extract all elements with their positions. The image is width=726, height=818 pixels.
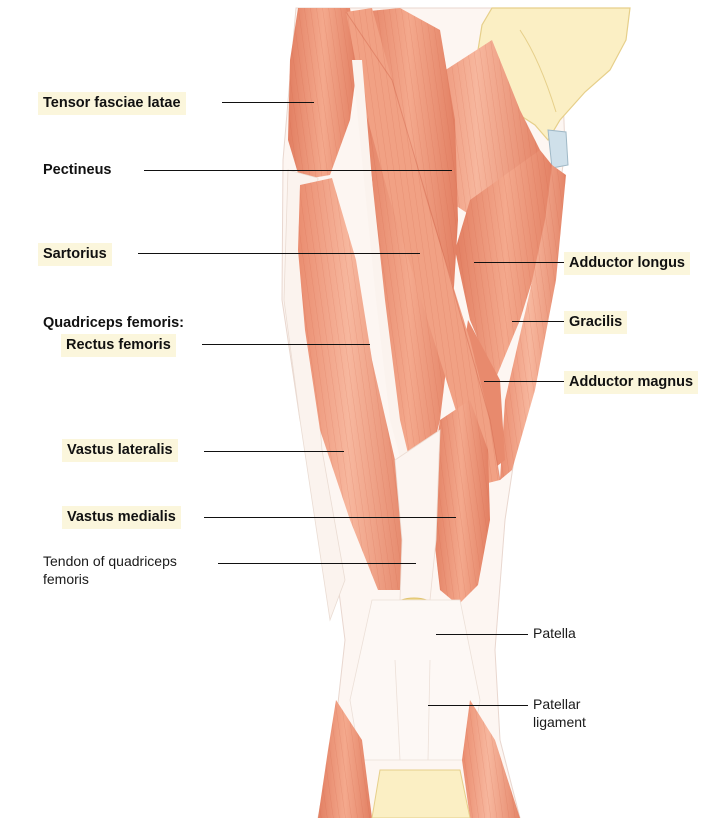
label-patellar-ligament: Patellar	[533, 696, 580, 714]
label-tendon-of-quadriceps-line2: femoris	[43, 571, 89, 589]
label-tensor-fasciae-latae: Tensor fasciae latae	[38, 92, 186, 115]
leader-line-pectineus	[144, 170, 452, 171]
label-sartorius: Sartorius	[38, 243, 112, 266]
leader-line-vastus-lateralis	[204, 451, 344, 452]
patellar-ligament	[350, 600, 480, 760]
label-adductor-longus: Adductor longus	[564, 252, 690, 275]
tibia-bone	[372, 770, 470, 818]
label-quadriceps-femoris: Quadriceps femoris:	[43, 314, 184, 332]
leader-line-patellar-ligament	[428, 705, 528, 706]
leader-line-adductor-magnus	[484, 381, 566, 382]
leader-line-adductor-longus	[474, 262, 566, 263]
label-rectus-femoris: Rectus femoris	[61, 334, 176, 357]
leader-line-sartorius	[138, 253, 420, 254]
leader-line-gracilis	[512, 321, 566, 322]
leader-line-tendon	[218, 563, 416, 564]
leader-line-tensor-fasciae-latae	[222, 102, 314, 103]
leader-line-vastus-medialis	[204, 517, 456, 518]
leader-line-rectus-femoris	[202, 344, 370, 345]
label-patellar-ligament-line2: ligament	[533, 714, 586, 732]
leader-line-patella	[436, 634, 528, 635]
pubic-symphysis	[548, 130, 568, 168]
label-vastus-lateralis: Vastus lateralis	[62, 439, 178, 462]
label-adductor-magnus: Adductor magnus	[564, 371, 698, 394]
label-vastus-medialis: Vastus medialis	[62, 506, 181, 529]
label-patella: Patella	[533, 625, 576, 643]
label-tendon-of-quadriceps: Tendon of quadriceps	[43, 553, 177, 571]
label-pectineus: Pectineus	[43, 161, 112, 179]
label-gracilis: Gracilis	[564, 311, 627, 334]
